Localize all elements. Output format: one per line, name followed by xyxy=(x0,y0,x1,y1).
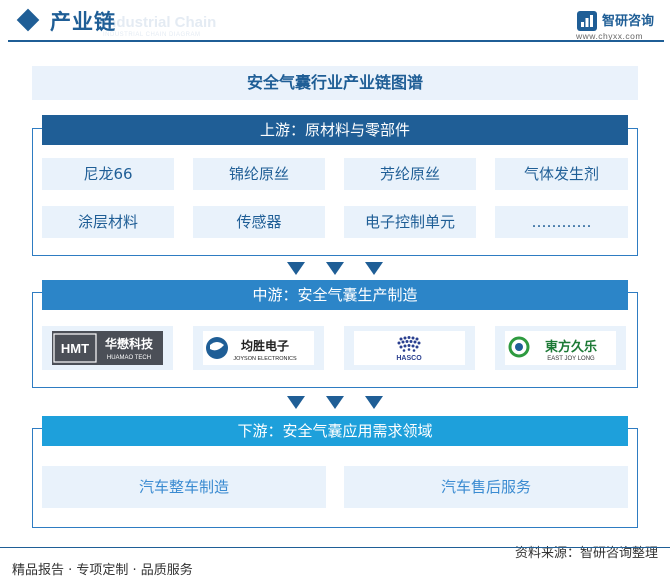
down-arrow-icon xyxy=(287,396,305,409)
page-header: Industrial Chain INDUSTRIAL CHAIN DIAGRA… xyxy=(0,0,670,46)
upstream-item: 芳纶原丝 xyxy=(344,158,476,190)
header-watermark-sub: INDUSTRIAL CHAIN DIAGRAM xyxy=(103,32,201,38)
diagram-title-band: 安全气囊行业产业链图谱 xyxy=(32,66,638,100)
footer-divider xyxy=(0,547,670,548)
company-logo-hasco: HASCO xyxy=(344,326,475,370)
down-arrow-icon xyxy=(365,396,383,409)
source-note: 资料来源：智研咨询整理 xyxy=(514,546,658,561)
diagram-title: 安全气囊行业产业链图谱 xyxy=(246,73,423,92)
company-logo-huamao: HMT 华懋科技 HUAMAO TECH xyxy=(42,326,173,370)
upstream-item: 气体发生剂 xyxy=(495,158,628,190)
brand-mark-icon xyxy=(577,11,597,31)
header-watermark: Industrial Chain xyxy=(103,14,217,31)
brand-logo: 智研咨询 www.chyxx.com xyxy=(576,8,666,41)
joyson-name-cn: 均胜电子 xyxy=(241,338,289,353)
hasco-name: HASCO xyxy=(396,355,422,362)
hasco-logo: HASCO xyxy=(354,331,465,365)
upstream-item: 涂层材料 xyxy=(42,206,174,238)
midstream-header: 中游：安全气囊生产制造 xyxy=(42,280,628,310)
huamao-logo: HMT 华懋科技 HUAMAO TECH xyxy=(52,331,163,365)
huamao-name-cn: 华懋科技 xyxy=(105,336,154,351)
downstream-item: 汽车整车制造 xyxy=(42,466,326,508)
downstream-header: 下游：安全气囊应用需求领域 xyxy=(42,416,628,446)
joyson-logo: 均胜电子 JOYSON ELECTRONICS xyxy=(203,331,314,365)
upstream-header: 上游：原材料与零部件 xyxy=(42,115,628,145)
eastjoylong-name-cn: 東方久乐 xyxy=(545,339,597,355)
footer-tagline: 精品报告 · 专项定制 · 品质服务 xyxy=(12,563,193,578)
joyson-name-en: JOYSON ELECTRONICS xyxy=(233,356,297,362)
upstream-item: ………… xyxy=(495,206,628,238)
upstream-item: 锦纶原丝 xyxy=(193,158,325,190)
company-logo-eastjoylong: 東方久乐 EAST JOY LONG xyxy=(495,326,626,370)
eastjoylong-name-en: EAST JOY LONG xyxy=(547,356,595,362)
down-arrow-icon xyxy=(365,262,383,275)
down-arrow-icon xyxy=(326,262,344,275)
company-logo-joyson: 均胜电子 JOYSON ELECTRONICS xyxy=(193,326,324,370)
header-divider xyxy=(8,40,664,42)
down-arrow-icon xyxy=(287,262,305,275)
down-arrow-icon xyxy=(326,396,344,409)
brand-name: 智研咨询 xyxy=(602,14,655,29)
header-diamond-icon xyxy=(16,8,40,32)
huamao-name-en: HUAMAO TECH xyxy=(107,355,151,361)
upstream-item: 传感器 xyxy=(193,206,325,238)
upstream-item: 电子控制单元 xyxy=(344,206,476,238)
huamao-mark: HMT xyxy=(61,341,89,356)
upstream-item: 尼龙66 xyxy=(42,158,174,190)
page-title: 产业链 xyxy=(50,10,116,34)
downstream-item: 汽车售后服务 xyxy=(344,466,628,508)
eastjoylong-logo: 東方久乐 EAST JOY LONG xyxy=(505,331,616,365)
brand-url: www.chyxx.com xyxy=(576,31,643,41)
